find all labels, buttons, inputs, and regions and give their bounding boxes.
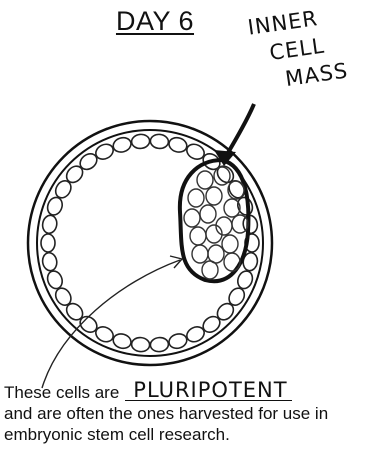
outer-membrane [28,121,272,365]
trophoblast-cell [112,332,133,350]
inner-mass-cell [200,205,216,223]
caption-rest: and are often the ones harvested for use… [4,403,376,445]
inner-mass-cell [214,167,230,185]
trophoblast-cell [131,337,150,353]
inner-mass-cell [190,227,206,245]
inner-mass-cell [208,245,224,263]
caption-prefix: These cells are [4,382,119,403]
inner-mass-cell [228,181,244,199]
inner-mass-cell [184,209,200,227]
trophoblast-cell [150,337,169,353]
inner-mass-cell [222,235,238,253]
trophoblast-cell [167,136,188,154]
trophoblast-cell [41,234,55,252]
inner-mass-cell [232,215,248,233]
inner-mass-cell [224,253,240,271]
trophoblast-cell [41,214,58,234]
inner-mass-cell [188,189,204,207]
inner-mass-cell [202,261,218,279]
trophoblast-cell [167,332,188,350]
inner-mass-cell [197,171,213,189]
inner-cell-mass [180,160,249,281]
trophoblast-cells [41,134,259,353]
inner-mass-cell [206,187,222,205]
label-arrow [226,104,254,156]
inner-mass-cells [184,167,248,279]
pluripotent-answer: PLURIPOTENT [125,380,291,401]
trophoblast-cell [131,134,150,150]
trophoblast-cell [150,134,169,150]
inner-mass-cell [192,245,208,263]
trophoblast-cell [112,136,133,154]
caption: These cells are PLURIPOTENT and are ofte… [4,382,376,445]
trophoblast-cell [41,252,58,272]
